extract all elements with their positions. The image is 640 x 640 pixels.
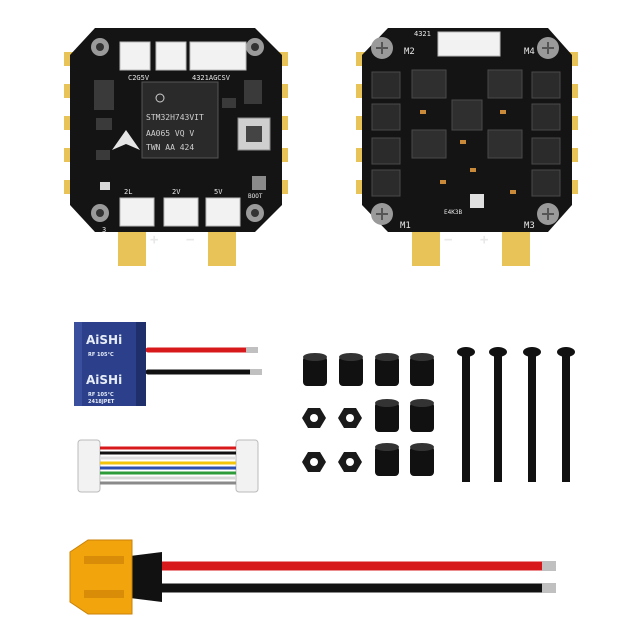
esc-board: 4321 E4K3B M2 M4 M1 M3 − + xyxy=(356,28,578,266)
fc-pad-plus xyxy=(118,232,146,266)
capacitor-pair: AiSHi RF 105°C AiSHi RF 105°C 2418JPET xyxy=(74,322,262,406)
capacitor-top: AiSHi RF 105°C xyxy=(74,322,146,364)
cap-bottom-rating-1: RF 105°C xyxy=(88,392,114,398)
fc-silk-pad3: 5V xyxy=(214,188,223,196)
fc-connector-2 xyxy=(155,41,187,71)
xt60-power-lead xyxy=(69,539,556,615)
xt60-connector xyxy=(69,539,133,615)
esc-mosfets xyxy=(371,71,561,197)
fc-silk-conn2: 4321AGCSV xyxy=(192,74,231,82)
cap-bottom-rating-2: 2418JPET xyxy=(88,399,115,405)
esc-mounting-screws xyxy=(371,37,559,225)
brand-arrow-icon xyxy=(112,130,140,150)
fc-silk-plus: + xyxy=(150,232,158,248)
cap-top-rating: RF 105°C xyxy=(88,352,114,358)
mcu-line-1: STM32H743VIT xyxy=(146,113,204,122)
fc-silk-conn1: C2G5V xyxy=(128,74,150,82)
fc-bottom-connector-1 xyxy=(119,197,155,227)
fc-mounting-holes xyxy=(91,38,264,222)
esc-label-m1: M1 xyxy=(400,221,411,231)
mcu-line-2: AA065 VQ V xyxy=(146,129,194,138)
esc-label-m2: M2 xyxy=(404,47,415,57)
fc-silk-minus: − xyxy=(186,232,194,248)
ribbon-plug-left xyxy=(77,439,101,493)
mcu-line-3: TWN AA 424 xyxy=(146,143,194,152)
fc-bottom-connector-3 xyxy=(205,197,241,227)
fc-mcu-chip: STM32H743VIT AA065 VQ V TWN AA 424 xyxy=(141,81,219,159)
fc-silk-pad2: 2V xyxy=(172,188,181,196)
ribbon-plug-right xyxy=(235,439,259,493)
flight-controller-board: C2G5V 4321AGCSV STM32H743VIT AA065 VQ V … xyxy=(64,28,288,266)
fc-silk-boot: BOOT xyxy=(248,193,263,200)
esc-pad-plus xyxy=(502,232,530,266)
fc-silk-pad1: 2L xyxy=(124,188,132,196)
capacitor-bottom: AiSHi RF 105°C 2418JPET xyxy=(74,362,146,406)
fc-connector-1 xyxy=(119,41,151,71)
screws xyxy=(457,347,575,482)
esc-silk-chip: E4K3B xyxy=(444,209,462,216)
ribbon-cable xyxy=(77,439,259,493)
fc-bottom-connector-2 xyxy=(163,197,199,227)
fc-connector-3 xyxy=(189,41,247,71)
hex-nuts xyxy=(302,408,362,472)
esc-label-m4: M4 xyxy=(524,47,535,57)
cap-bottom-brand: AiSHi xyxy=(86,373,122,387)
esc-silk-minus: − xyxy=(444,232,452,248)
st-logo-icon xyxy=(155,93,165,103)
rubber-standoffs xyxy=(303,353,434,476)
esc-silk-plus: + xyxy=(480,232,488,248)
esc-pad-minus xyxy=(412,232,440,266)
fc-pad-minus xyxy=(208,232,236,266)
boot-button xyxy=(252,176,266,190)
esc-connector xyxy=(437,31,501,57)
cap-top-brand: AiSHi xyxy=(86,333,122,347)
fc-silk-corner: 3 xyxy=(102,226,106,234)
esc-silk-connector: 4321 xyxy=(414,30,431,38)
esc-label-m3: M3 xyxy=(524,221,535,231)
